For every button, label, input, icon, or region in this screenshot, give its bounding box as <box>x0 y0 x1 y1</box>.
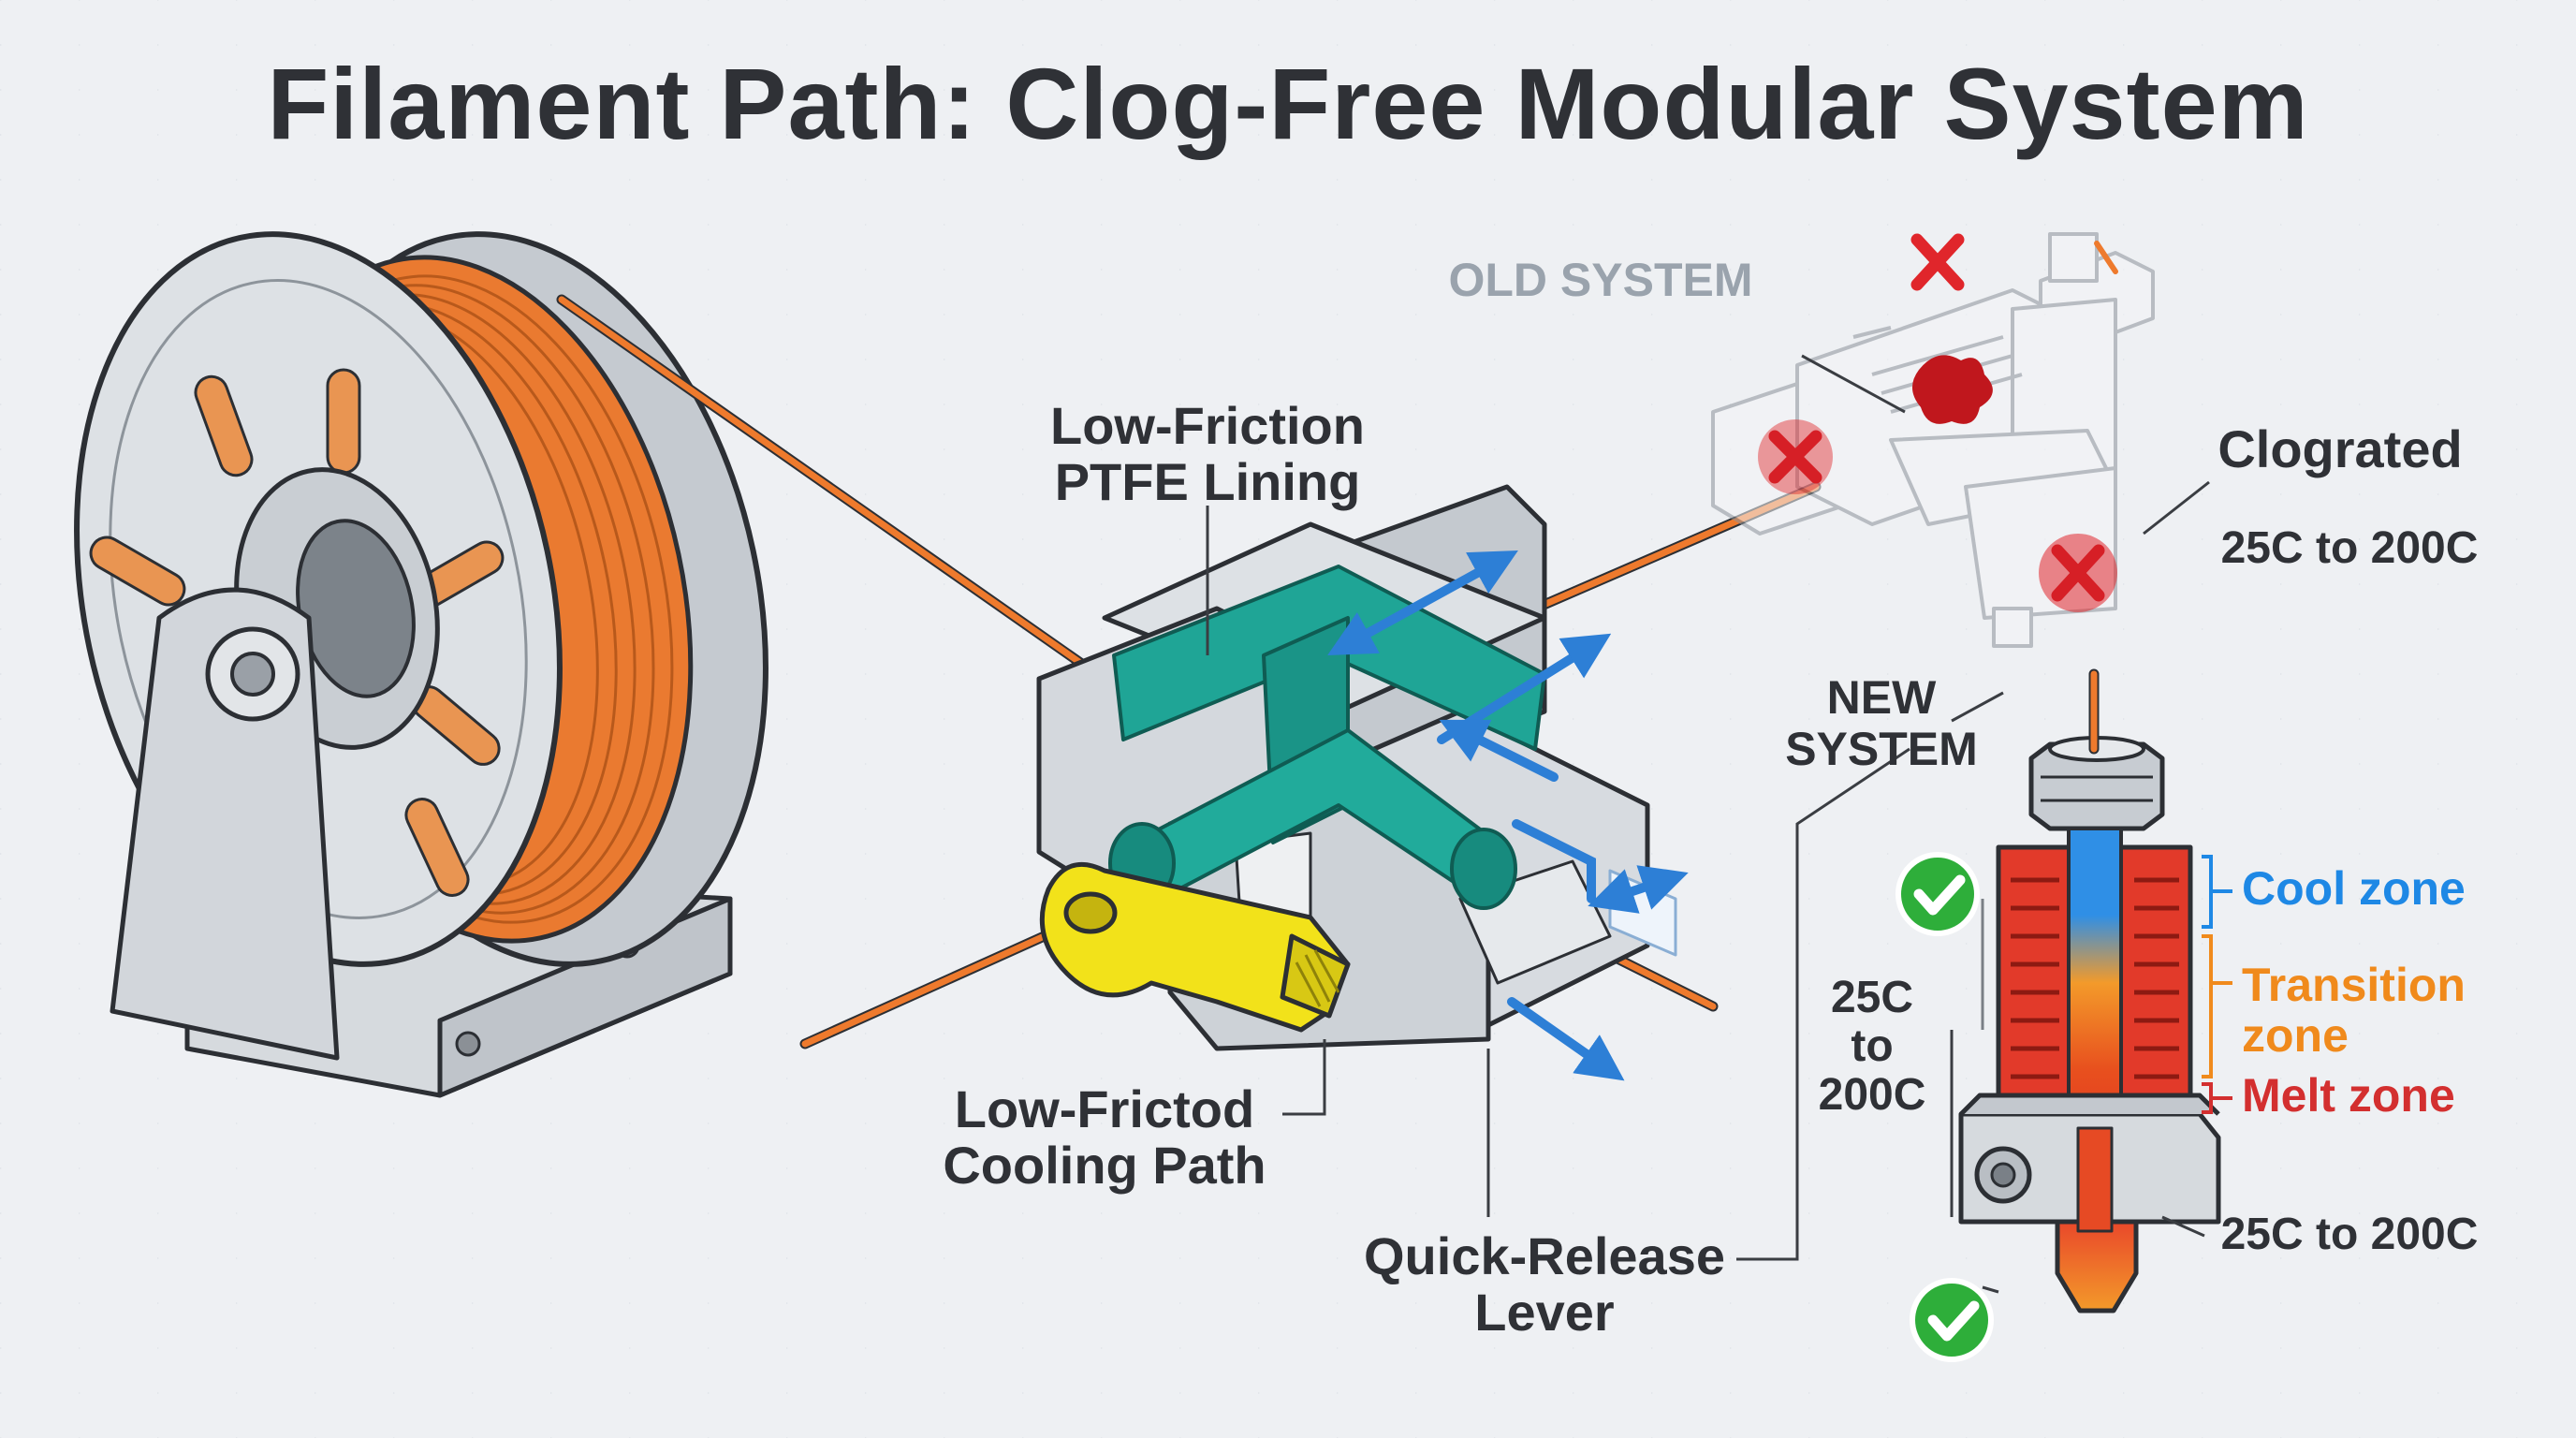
transition-line-1: Transition <box>2242 959 2466 1011</box>
new-hotend <box>1958 736 2221 1313</box>
ptfe-lining-label: Low-Friction PTFE Lining <box>973 396 1442 512</box>
leader-lines <box>1206 354 2210 1294</box>
clog-blob <box>1911 355 1993 424</box>
quick-release-lever <box>1039 861 1351 1033</box>
diagram-title: Filament Path: Clog-Free Modular System <box>267 47 2309 160</box>
quick-release-lever-label: Quick-Release Lever <box>1310 1226 1778 1343</box>
new-temp-line-2: to <box>1851 1020 1894 1071</box>
ptfe-label-line-1: Low-Friction <box>1050 396 1365 455</box>
nozzle-temp-label: 25C to 200C <box>2220 1210 2479 1259</box>
transition-zone-label: Transition zone <box>2242 960 2523 1061</box>
old-temp-range-label: 25C to 200C <box>2220 523 2479 573</box>
check-icon <box>1910 1278 1994 1362</box>
fail-x-icon <box>1758 419 1833 494</box>
cooling-label-line-2: Cooling Path <box>943 1136 1266 1196</box>
new-temp-line-3: 200C <box>1818 1069 1926 1120</box>
cool-zone-label: Cool zone <box>2242 862 2466 915</box>
new-system-line-2: SYSTEM <box>1785 723 1978 775</box>
fail-x-icon <box>2039 534 2117 612</box>
check-icon <box>1895 852 1980 936</box>
filament-spool <box>74 231 768 1098</box>
new-temp-line-1: 25C <box>1830 973 1914 1022</box>
fail-x-icon <box>1910 233 1965 291</box>
transition-line-2: zone <box>2242 1009 2349 1062</box>
new-temp-range-label: 25C to 200C <box>1802 974 1942 1119</box>
lever-label-line-2: Lever <box>1474 1283 1615 1343</box>
lever-label-line-1: Quick-Release <box>1364 1226 1725 1285</box>
flow-arrow-icon <box>1327 550 1689 1081</box>
cooling-label-line-1: Low-Frictod <box>954 1079 1255 1138</box>
old-system-filament <box>2094 241 2118 274</box>
ptfe-label-line-2: PTFE Lining <box>1054 452 1361 512</box>
clograted-label: Clograted <box>2217 419 2463 478</box>
new-system-line-1: NEW <box>1826 671 1937 724</box>
new-system-label: NEW SYSTEM <box>1750 672 2012 775</box>
zone-brackets <box>2202 855 2232 1114</box>
cooling-path-label: Low-Frictod Cooling Path <box>899 1079 1310 1196</box>
old-system-label: OLD SYSTEM <box>1448 254 1753 306</box>
melt-zone-label: Melt zone <box>2242 1069 2455 1122</box>
